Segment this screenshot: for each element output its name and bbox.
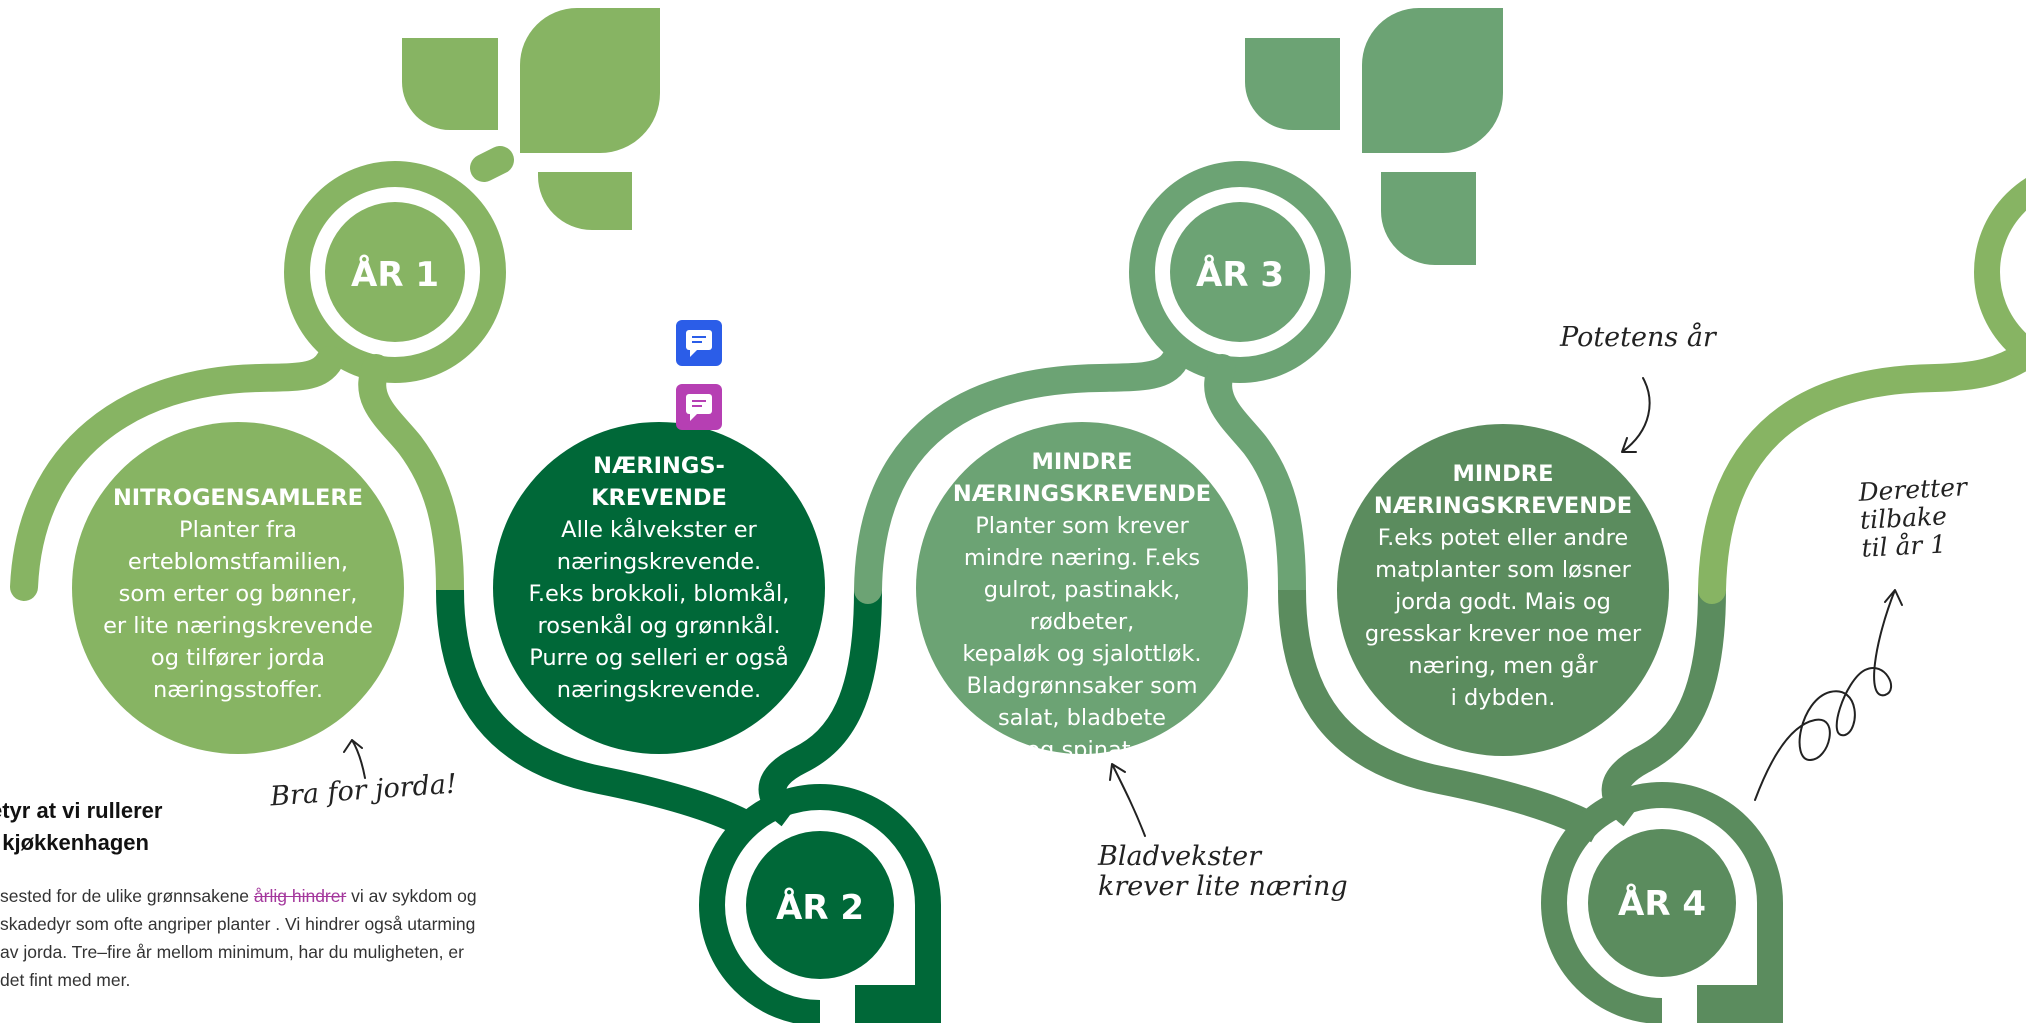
year-1-leaf-large (520, 8, 660, 153)
year-2-label: ÅR 2 (776, 888, 864, 928)
year-3-content-circle (916, 422, 1248, 754)
year-4-tail (1697, 985, 1783, 1023)
year-4-description: MINDRE NÆRINGSKREVENDE F.eks potet eller… (1353, 458, 1653, 714)
year-4-content-circle (1337, 424, 1669, 756)
year-3-badge (1170, 202, 1310, 342)
arrow-deretter (1754, 589, 1903, 801)
year-4-group (1278, 424, 1783, 1023)
year-4-badge (1588, 829, 1736, 977)
year-1-body: Planter fra erteblomstfamilien, som erte… (103, 517, 373, 703)
intro-body-start: sested for de ulike grønnsakene (0, 886, 254, 906)
year-1-leaf-bottom (538, 172, 632, 230)
year-1-heading: NITROGENSAMLERE (112, 485, 364, 511)
arrow-potetens-ar (1621, 377, 1651, 453)
year-2-body: Alle kålvekster er næringskrevende. F.ek… (528, 517, 790, 703)
arrow-bra-for-jorda (343, 739, 366, 779)
year-2-content-circle (493, 422, 825, 754)
year-4-branch-left (1278, 589, 1605, 843)
year-2-badge (746, 831, 894, 979)
year-4-label: ÅR 4 (1618, 884, 1706, 924)
year-3-branch-right (1204, 354, 1306, 604)
year-3-heading: MINDRE NÆRINGSKREVENDE (952, 449, 1212, 507)
year-3-leaf-large (1362, 8, 1503, 153)
year-3-ring (1129, 161, 1351, 383)
year-3-description: MINDRE NÆRINGSKREVENDE Planter som kreve… (932, 446, 1232, 766)
year-2-ring (699, 784, 941, 1023)
note-deretter: Deretter tilbake til år 1 (1857, 472, 1968, 563)
year-3-body: Planter som krever mindre næring. F.eks … (962, 513, 1202, 763)
year-2-description: NÆRINGS- KREVENDE Alle kålvekster er nær… (509, 450, 809, 706)
intro-title: etyr at vi rullerer i kjøkkenhagen (0, 798, 163, 855)
comment-icon (686, 330, 712, 357)
note-bladvekster: Bladvekster krever lite næring (1098, 841, 1348, 902)
year-4-heading: MINDRE NÆRINGSKREVENDE (1373, 461, 1633, 519)
year-1-badge (325, 202, 465, 342)
year-1-content-circle (72, 422, 404, 754)
year-4-body: F.eks potet eller andre matplanter som l… (1364, 525, 1642, 711)
intro-body-end: vi av sykdom og skadedyr som ofte angrip… (0, 886, 477, 990)
intro-body-struck: årlig hindrer (253, 886, 347, 906)
year-2-group (436, 422, 941, 1023)
year-3-label: ÅR 3 (1196, 255, 1284, 295)
year-1-label: ÅR 1 (351, 255, 439, 295)
year-2-heading: NÆRINGS- KREVENDE (591, 453, 727, 511)
year-3-group (854, 8, 1503, 754)
note-potetens-ar: Potetens år (1560, 322, 1716, 353)
year-3-branch-left (854, 346, 1189, 604)
year-1-stem (470, 146, 514, 182)
intro-body: sested for de ulike grønnsakene årlig hi… (0, 882, 480, 994)
year-4-ring (1541, 782, 1783, 1023)
year-3-leaf-bottom (1381, 172, 1476, 265)
arrow-bladvekster (1109, 763, 1146, 837)
next-cycle-ring (1974, 177, 2026, 367)
comment-icon (686, 394, 712, 421)
year-2-tail (855, 985, 940, 1023)
comment-button-blue[interactable] (676, 320, 722, 366)
year-1-branch-right (358, 354, 464, 604)
year-3-leaf-small (1245, 38, 1340, 130)
year-2-branch-left (436, 589, 763, 842)
year-1-branch-left (10, 346, 344, 601)
next-cycle-group (1698, 177, 2026, 604)
year-1-ring (284, 161, 506, 383)
comment-button-magenta[interactable] (676, 384, 722, 430)
next-cycle-branch (1698, 341, 2026, 604)
year-1-leaf-small (402, 38, 498, 130)
annotation-arrows (343, 377, 1903, 837)
year-1-description: NITROGENSAMLERE Planter fra erteblomstfa… (88, 482, 388, 706)
year-1-group (10, 8, 660, 754)
